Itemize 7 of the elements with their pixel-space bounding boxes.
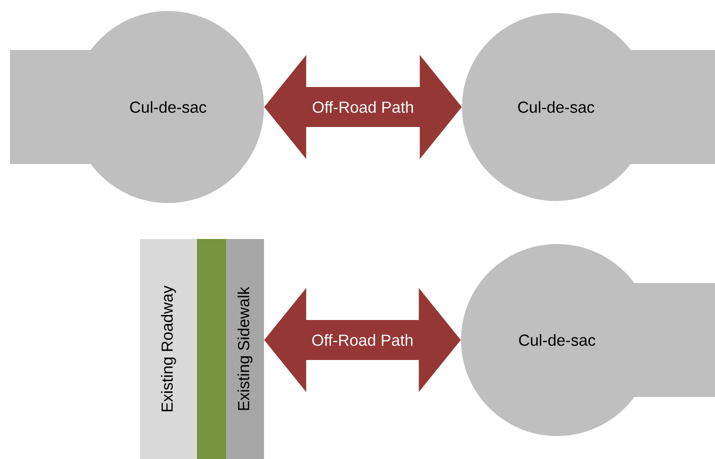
sidewalk-band: Existing Sidewalk: [226, 239, 264, 459]
edge-label: Off-Road Path: [312, 101, 413, 113]
double-arrow: [264, 55, 462, 159]
roadway-band: Existing Roadway: [140, 239, 197, 459]
edge-label: Off-Road Path: [312, 334, 412, 346]
planting-strip: [197, 239, 226, 459]
double-arrow: [264, 288, 461, 392]
